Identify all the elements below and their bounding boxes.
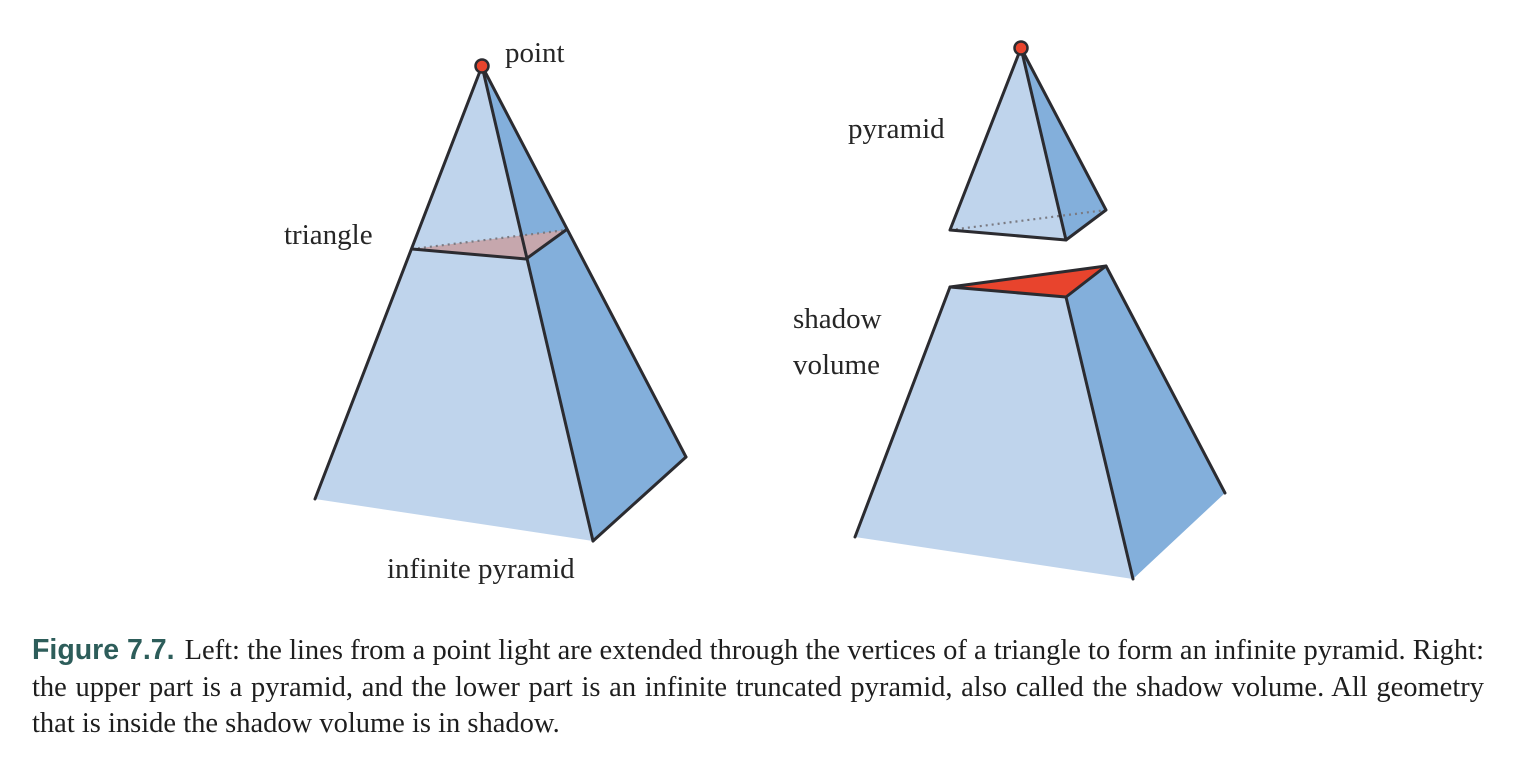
label-point: point: [505, 37, 565, 69]
label-pyramid: pyramid: [848, 113, 945, 145]
shadow-volume-side-face: [1066, 266, 1225, 579]
pyramid-outline: [948, 46, 1108, 242]
pyramid-front-face: [950, 48, 1066, 240]
shadow-volume-middle-edge: [1064, 295, 1135, 581]
pyramid-hidden-edge: [949, 208, 1107, 232]
point-light-marker: [1013, 40, 1029, 56]
label-triangle: triangle: [284, 219, 373, 251]
split-pyramid-diagram: pyramid shadow volume: [793, 40, 1227, 581]
caption-text: Left: the lines from a point light are e…: [32, 635, 1484, 739]
infinite-pyramid-outline-back: [480, 64, 688, 459]
pyramid-side-face: [1021, 48, 1106, 240]
figure-caption: Figure 7.7.Left: the lines from a point …: [32, 632, 1484, 743]
label-shadow-volume-line1: shadow: [793, 303, 882, 335]
pyramid-front-edge: [1019, 46, 1068, 242]
infinite-pyramid-front-face: [315, 66, 593, 541]
shadow-volume-figure: point triangle infinite pyramid pyramid …: [284, 37, 1227, 585]
point-light-marker: [474, 58, 490, 74]
label-shadow-volume-line2: volume: [793, 349, 880, 381]
infinite-pyramid-base-edge: [591, 455, 688, 543]
caption-label: Figure 7.7.: [32, 634, 175, 666]
infinite-pyramid-diagram: point triangle infinite pyramid: [284, 37, 688, 585]
triangle-visible-edges: [410, 228, 568, 261]
infinite-pyramid-side-face: [482, 66, 686, 541]
shadow-volume-outline: [853, 264, 1227, 539]
label-infinite-pyramid: infinite pyramid: [387, 553, 575, 585]
triangle-hidden-edge: [411, 228, 567, 251]
shadow-volume-front-face: [855, 287, 1133, 579]
